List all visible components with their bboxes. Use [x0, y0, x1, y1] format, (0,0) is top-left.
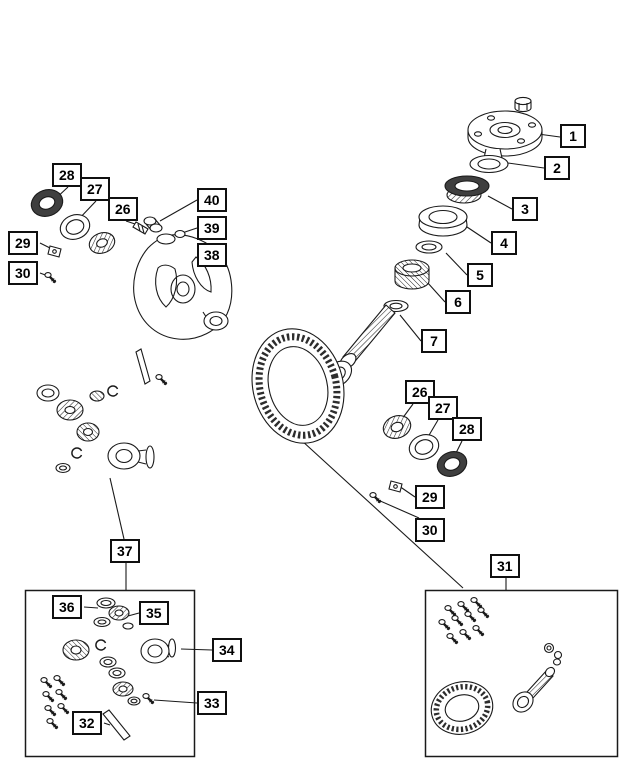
- callout-6[interactable]: 6: [445, 290, 471, 314]
- kit-ring-gear: [430, 681, 494, 735]
- callout-37[interactable]: 37: [110, 539, 140, 563]
- ring-pinion-kit-box: [424, 589, 619, 758]
- bearing-spacer-left: [59, 214, 91, 240]
- seal-slinger: [469, 154, 509, 174]
- callout-39[interactable]: 39: [197, 216, 227, 240]
- kit-bolts: [39, 674, 71, 730]
- callout-40[interactable]: 40: [197, 188, 227, 212]
- bearing-cup-left: [30, 189, 64, 217]
- callout-26-left[interactable]: 26: [108, 197, 138, 221]
- callout-2[interactable]: 2: [544, 156, 570, 180]
- bearing-spacer-right: [408, 434, 440, 460]
- callout-29-right[interactable]: 29: [415, 485, 445, 509]
- retainer-left: [47, 245, 62, 258]
- adjuster-stud-left: [132, 221, 149, 235]
- retainer-right: [388, 480, 403, 493]
- snap-ring-b: [71, 447, 83, 459]
- pinion-flange-assembly: [383, 96, 543, 313]
- kit-axle-flange: [140, 638, 177, 664]
- callout-7[interactable]: 7: [421, 329, 447, 353]
- callout-5[interactable]: 5: [467, 263, 493, 287]
- callout-4[interactable]: 4: [491, 231, 517, 255]
- callout-27-right[interactable]: 27: [428, 396, 458, 420]
- callout-29-left[interactable]: 29: [8, 231, 38, 255]
- callout-36[interactable]: 36: [52, 595, 82, 619]
- pin-bolt: [154, 373, 169, 386]
- pinion-nut: [514, 96, 532, 113]
- pinion-mate-gear-b: [76, 422, 100, 442]
- snap-ring-a: [107, 385, 119, 397]
- pinion-mate-gear-a: [89, 390, 105, 402]
- diff-kit-parts: [39, 597, 177, 741]
- right-diff-bearing-set: [368, 415, 468, 504]
- kit-cross-shaft: [102, 709, 131, 741]
- callout-28-right[interactable]: 28: [452, 417, 482, 441]
- callout-26-right[interactable]: 26: [405, 380, 435, 404]
- callout-35[interactable]: 35: [139, 601, 169, 625]
- ring-gear-bolts: [437, 596, 490, 645]
- pinion-flange: [467, 110, 543, 164]
- callout-28-left[interactable]: 28: [52, 163, 82, 187]
- bolt-right: [368, 491, 382, 504]
- callout-31[interactable]: 31: [490, 554, 520, 578]
- callout-33[interactable]: 33: [197, 691, 227, 715]
- callout-1[interactable]: 1: [560, 124, 586, 148]
- callout-38[interactable]: 38: [197, 243, 227, 267]
- thrust-washer-b: [55, 462, 71, 474]
- thrust-washer-a: [36, 384, 60, 402]
- bearing-cone-left: [88, 232, 116, 254]
- side-gear-a: [56, 399, 84, 421]
- ring-gear: [251, 328, 345, 444]
- cross-pin: [135, 348, 151, 385]
- pinion-bearing-cup: [418, 205, 468, 237]
- kit-lock-bolt: [141, 692, 156, 705]
- kit-pinion: [512, 658, 562, 713]
- pinion-inner-bearing: [444, 175, 490, 204]
- bolt-left: [43, 271, 58, 284]
- left-diff-bearing-set: [30, 189, 149, 284]
- collapsible-spacer: [394, 259, 430, 290]
- pinion-washer: [415, 240, 443, 254]
- case-stud: [143, 216, 163, 233]
- bearing-cup-right: [436, 451, 468, 477]
- callout-27-left[interactable]: 27: [80, 177, 110, 201]
- bearing-cone-right: [382, 415, 412, 439]
- callout-32[interactable]: 32: [72, 711, 102, 735]
- kit-shims: [543, 642, 563, 660]
- callout-30-right[interactable]: 30: [415, 518, 445, 542]
- callout-30-left[interactable]: 30: [8, 261, 38, 285]
- callout-3[interactable]: 3: [512, 197, 538, 221]
- callout-34[interactable]: 34: [212, 638, 242, 662]
- diff-case-kit-box: [24, 589, 196, 758]
- axle-flange: [107, 442, 155, 470]
- differential-internals: [36, 348, 169, 474]
- gear-kit-parts: [430, 596, 563, 735]
